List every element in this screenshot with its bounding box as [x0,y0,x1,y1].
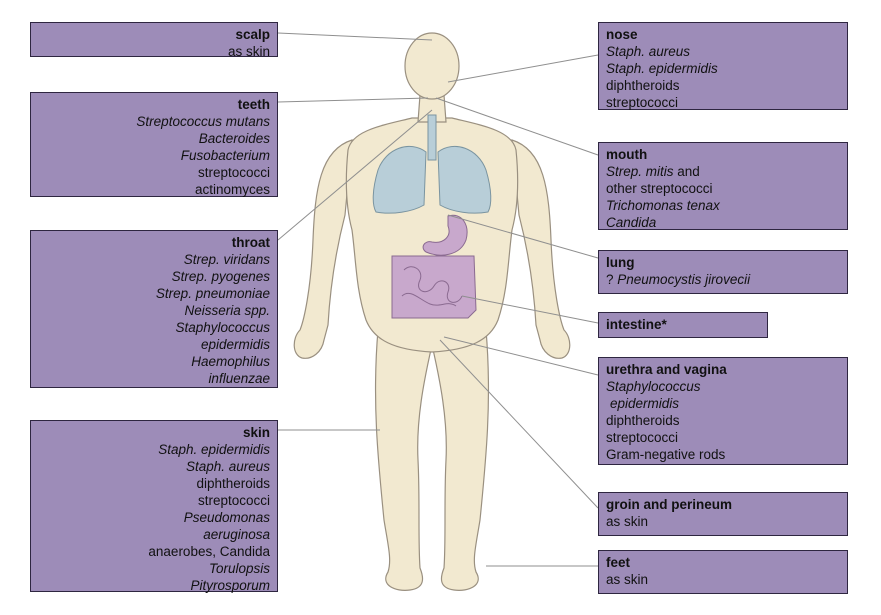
lung-organism: Pneumocystis jirovecii [617,272,750,287]
skin-title: skin [38,424,270,441]
skin-organism: Staph. aureus [38,458,270,475]
throat-organism: influenzae [38,370,270,387]
left-arm [294,140,352,358]
throat-title: throat [38,234,270,251]
feet-line: as skin [606,571,840,588]
teeth-organism: Bacteroides [38,130,270,147]
skin-organism: Pseudomonas [38,509,270,526]
teeth-organism: actinomyces [38,181,270,198]
urethra-organism: Staphylococcus [606,378,840,395]
intestine-title: intestine* [606,316,760,333]
scalp-label-box: scalp as skin [30,22,278,57]
mouth-organism: other streptococci [606,180,840,197]
teeth-organism: Fusobacterium [38,147,270,164]
nose-organism: diphtheroids [606,77,840,94]
mouth-conjunction: and [674,164,700,179]
teeth-organism: streptococci [38,164,270,181]
lung-question-mark: ? [606,272,614,287]
nose-title: nose [606,26,840,43]
skin-organism: diphtheroids [38,475,270,492]
urethra-organism: diphtheroids [606,412,840,429]
right-arm [512,140,570,358]
groin-label-box: groin and perineum as skin [598,492,848,536]
throat-organism: Strep. pneumoniae [38,285,270,302]
scalp-line: as skin [38,43,270,60]
groin-line: as skin [606,513,840,530]
lung-label-box: lung ? Pneumocystis jirovecii [598,250,848,294]
mouth-organism: Strep. mitis [606,164,674,179]
throat-organism: Haemophilus [38,353,270,370]
throat-organism: Strep. viridans [38,251,270,268]
urethra-organism: Gram-negative rods [606,446,840,463]
trachea [428,115,436,160]
teeth-label-box: teeth Streptococcus mutans Bacteroides F… [30,92,278,197]
intestines [392,256,476,318]
throat-organism: Strep. pyogenes [38,268,270,285]
head [405,33,459,99]
teeth-title: teeth [38,96,270,113]
right-leg [432,330,488,590]
skin-organism: Torulopsis [38,560,270,577]
urethra-title: urethra and vagina [606,361,840,378]
nose-organism: Staph. aureus [606,43,840,60]
mouth-title: mouth [606,146,840,163]
nose-organism: Staph. epidermidis [606,60,840,77]
urethra-organism: streptococci [606,429,840,446]
scalp-title: scalp [38,26,270,43]
throat-organism: Staphylococcus [38,319,270,336]
mouth-organism: Candida [606,214,840,231]
mouth-organism: Trichomonas tenax [606,197,840,214]
skin-organism: anaerobes, Candida [38,543,270,560]
skin-organism: streptococci [38,492,270,509]
lung-title: lung [606,254,840,271]
throat-label-box: throat Strep. viridans Strep. pyogenes S… [30,230,278,388]
skin-organism: aeruginosa [38,526,270,543]
throat-organism: Neisseria spp. [38,302,270,319]
feet-title: feet [606,554,840,571]
skin-organism: Pityrosporum [38,577,270,594]
teeth-organism: Streptococcus mutans [38,113,270,130]
urethra-organism: epidermidis [606,395,840,412]
nose-label-box: nose Staph. aureus Staph. epidermidis di… [598,22,848,110]
skin-label-box: skin Staph. epidermidis Staph. aureus di… [30,420,278,592]
intestine-label-box: intestine* [598,312,768,338]
groin-title: groin and perineum [606,496,840,513]
throat-organism: epidermidis [38,336,270,353]
nose-organism: streptococci [606,94,840,111]
urethra-label-box: urethra and vagina Staphylococcus epider… [598,357,848,465]
feet-label-box: feet as skin [598,550,848,594]
skin-organism: Staph. epidermidis [38,441,270,458]
left-leg [376,330,432,590]
mouth-label-box: mouth Strep. mitis and other streptococc… [598,142,848,230]
